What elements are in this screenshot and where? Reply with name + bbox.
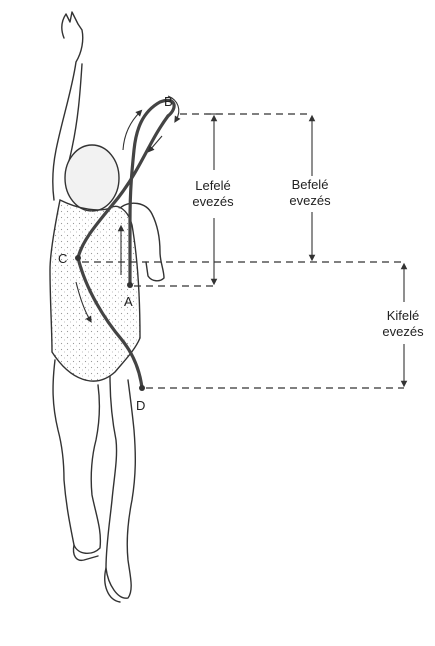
- point-d-dot: [139, 385, 145, 391]
- insweep-label-2: evezés: [289, 193, 331, 208]
- outsweep-label-2: evezés: [382, 324, 424, 339]
- left-leg: [53, 360, 100, 553]
- downsweep-label-2: evezés: [192, 194, 234, 209]
- right-leg: [106, 376, 135, 598]
- outsweep-label-1: Kifelé: [387, 308, 420, 323]
- point-a-dot: [127, 282, 133, 288]
- dimension-arrows: [206, 114, 404, 384]
- swimmer-figure: [50, 12, 164, 602]
- point-a-label: A: [124, 294, 133, 309]
- point-b-label: B: [164, 94, 173, 109]
- insweep-label-1: Befelé: [292, 177, 329, 192]
- point-c-label: C: [58, 251, 67, 266]
- point-d-label: D: [136, 398, 145, 413]
- point-c-dot: [75, 255, 81, 261]
- head: [65, 145, 119, 211]
- downsweep-label-1: Lefelé: [195, 178, 230, 193]
